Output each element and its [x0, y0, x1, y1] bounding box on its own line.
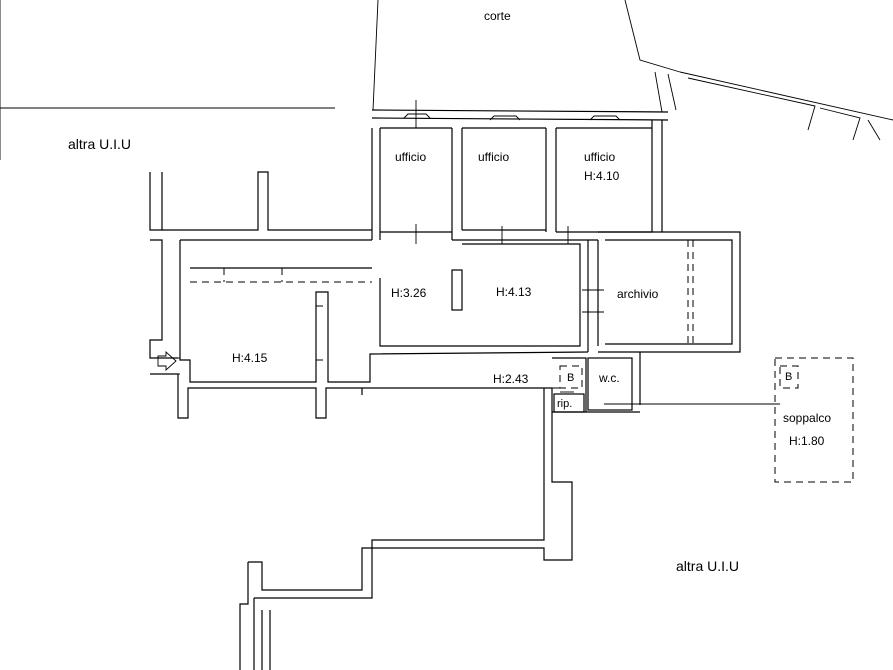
- wc-label: w.c.: [599, 371, 620, 385]
- stair-height: H:2.43: [493, 372, 529, 386]
- mezzanine-height: H:1.80: [789, 434, 825, 448]
- mezzanine-label: soppalco: [783, 411, 832, 425]
- office-3-label: ufficio: [584, 150, 616, 164]
- openings: [168, 100, 780, 405]
- office-2-label: ufficio: [478, 150, 510, 164]
- mezzanine-outline: [774, 357, 854, 483]
- storage-label: rip.: [557, 398, 573, 410]
- central-room-height: H:4.13: [496, 285, 532, 299]
- office-3-height: H:4.10: [584, 169, 620, 183]
- mezzanine-mark: B: [785, 371, 793, 383]
- outer-walls: [149, 109, 741, 670]
- office-1-label: ufficio: [395, 150, 427, 164]
- neighbor-unit-label-left: altra U.I.U: [68, 136, 132, 152]
- entrance-arrow-icon: [157, 350, 177, 372]
- archive-label: archivio: [617, 287, 659, 301]
- neighbor-unit-label-right: altra U.I.U: [676, 558, 740, 574]
- boundary-lines: [0, 0, 893, 160]
- stair-mark: B: [567, 372, 575, 384]
- corridor-height: H:3.26: [391, 286, 427, 300]
- entrance-room-height: H:4.15: [232, 351, 268, 365]
- courtyard-label: corte: [484, 9, 511, 23]
